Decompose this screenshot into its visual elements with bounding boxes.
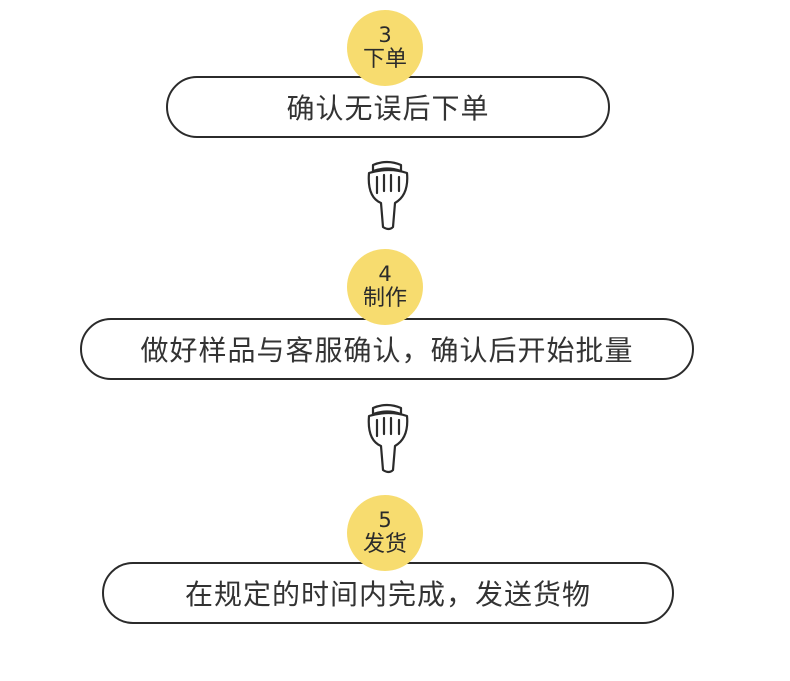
step-3-badge: 3 下单 (347, 10, 423, 86)
step-5-number: 5 (378, 508, 392, 532)
step-4-number: 4 (378, 262, 392, 286)
step-4-description-box: 做好样品与客服确认，确认后开始批量 (80, 318, 694, 380)
step-3-name: 下单 (362, 47, 407, 72)
step-3-number: 3 (378, 23, 392, 47)
step-3-description-box: 确认无误后下单 (166, 76, 610, 138)
step-5-badge: 5 发货 (347, 495, 423, 571)
step-5-description: 在规定的时间内完成，发送货物 (184, 578, 591, 611)
step-5-description-box: 在规定的时间内完成，发送货物 (102, 562, 674, 624)
step-3-description: 确认无误后下单 (286, 92, 490, 125)
step-5-name: 发货 (362, 532, 407, 557)
pointing-down-hand-icon (367, 403, 409, 474)
step-4-badge: 4 制作 (347, 249, 423, 325)
step-4-name: 制作 (362, 286, 407, 311)
step-4-description: 做好样品与客服确认，确认后开始批量 (140, 334, 634, 367)
pointing-down-hand-icon (367, 160, 409, 231)
